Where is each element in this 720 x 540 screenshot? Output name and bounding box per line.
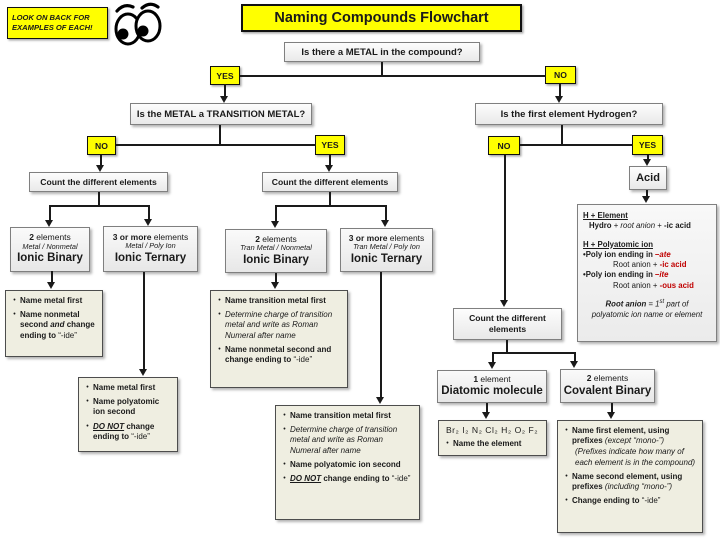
connector-line — [100, 155, 102, 166]
diatomic-formulas: Br₂ I₂ N₂ Cl₂ H₂ O₂ F₂ — [445, 425, 539, 435]
no-hydrogen: NO — [488, 136, 520, 155]
connector-line — [51, 271, 53, 283]
bullet-icon — [442, 439, 453, 449]
arrow-down-icon — [96, 165, 104, 172]
arrow-down-icon — [325, 165, 333, 172]
tran-binary-rules: Name transition metal first Determine ch… — [210, 290, 348, 388]
arrow-down-icon — [570, 361, 578, 368]
arrow-down-icon — [220, 96, 228, 103]
connector-line — [561, 125, 563, 146]
yes-hydrogen: YES — [632, 135, 663, 155]
bullet-icon — [561, 496, 572, 506]
connector-line — [492, 352, 576, 354]
prefixes-note: (Prefixes indicate how many of each elem… — [575, 447, 696, 467]
arrow-down-icon — [488, 362, 496, 369]
connector-line — [647, 155, 649, 161]
connector-line — [559, 84, 561, 97]
arrow-down-icon — [376, 397, 384, 404]
bullet-icon — [561, 426, 572, 446]
connector-line — [49, 205, 150, 207]
arrow-down-icon — [45, 220, 53, 227]
bullet-icon — [82, 422, 93, 442]
no-metal: NO — [545, 66, 576, 84]
no-transition: NO — [87, 136, 116, 155]
eyes-icon — [112, 2, 164, 46]
connector-line — [380, 272, 382, 399]
look-on-back-note: LOOK ON BACK FOR EXAMPLES OF EACH! — [7, 7, 108, 39]
tran-ionic-ternary-box: 3 or more elements Tran Metal / Poly Ion… — [340, 228, 433, 272]
bullet-icon — [279, 474, 290, 484]
page-title: Naming Compounds Flowchart — [241, 4, 522, 32]
diatomic-rules: Br₂ I₂ N₂ Cl₂ H₂ O₂ F₂ Name the element — [438, 420, 547, 456]
arrow-down-icon — [607, 412, 615, 419]
acid-naming-rules: H + Element Hydro + root anion + -ic aci… — [577, 204, 717, 342]
bullet-icon — [82, 397, 93, 417]
tran-ionic-binary-box: 2 elements Tran Metal / Nonmetal Ionic B… — [225, 229, 327, 273]
count-elements-transition: Count the different elements — [262, 172, 398, 192]
connector-line — [275, 206, 277, 222]
count-elements-covalent: Count the different elements — [453, 308, 562, 340]
connector-line — [98, 192, 100, 207]
connector-line — [611, 403, 613, 414]
ionic-binary-box: 2 elements Metal / Nonmetal Ionic Binary — [10, 227, 90, 272]
arrow-down-icon — [381, 220, 389, 227]
arrow-down-icon — [271, 282, 279, 289]
arrow-down-icon — [271, 221, 279, 228]
bullet-icon — [561, 472, 572, 492]
arrow-down-icon — [555, 96, 563, 103]
connector-line — [224, 84, 226, 97]
note-text: LOOK ON BACK FOR EXAMPLES OF EACH! — [12, 12, 93, 32]
connector-line — [240, 75, 546, 77]
connector-line — [329, 192, 331, 207]
question-hydrogen: Is the first element Hydrogen? — [475, 103, 663, 125]
connector-line — [646, 190, 648, 198]
ionic-ternary-box: 3 or more elements Metal / Poly Ion Ioni… — [103, 226, 198, 272]
arrow-down-icon — [144, 219, 152, 226]
covalent-rules: Name first element, using prefixes (exce… — [557, 420, 703, 533]
bullet-icon — [214, 296, 225, 306]
arrow-down-icon — [139, 369, 147, 376]
connector-line — [275, 273, 277, 283]
connector-line — [574, 353, 576, 363]
connector-line — [504, 155, 506, 302]
covalent-binary-box: 2 elements Covalent Binary — [560, 369, 655, 403]
bullet-icon — [279, 411, 290, 421]
question-metal: Is there a METAL in the compound? — [284, 42, 480, 62]
connector-line — [275, 205, 387, 207]
bullet-icon — [279, 460, 290, 470]
yes-metal: YES — [210, 66, 240, 85]
connector-line — [506, 340, 508, 354]
bullet-icon — [214, 310, 225, 341]
connector-line — [219, 125, 221, 145]
connector-line — [520, 144, 633, 146]
connector-line — [116, 144, 316, 146]
diatomic-molecule-box: 1 element Diatomic molecule — [437, 370, 547, 403]
bullet-icon — [9, 310, 20, 341]
question-transition-metal: Is the METAL a TRANSITION METAL? — [130, 103, 312, 125]
title-text: Naming Compounds Flowchart — [274, 10, 489, 26]
bullet-icon — [279, 425, 290, 456]
connector-line — [329, 155, 331, 166]
connector-line — [486, 403, 488, 414]
count-elements-ionic: Count the different elements — [29, 172, 168, 192]
yes-transition: YES — [315, 135, 345, 155]
connector-line — [49, 206, 51, 221]
arrow-down-icon — [642, 196, 650, 203]
tran-ternary-rules: Name transition metal first Determine ch… — [275, 405, 420, 520]
acid-box: Acid — [629, 166, 667, 190]
ionic-binary-rules: Name metal first Name nonmetal second an… — [5, 290, 103, 357]
connector-line — [143, 272, 145, 371]
arrow-down-icon — [47, 282, 55, 289]
arrow-down-icon — [482, 412, 490, 419]
bullet-icon — [82, 383, 93, 393]
arrow-down-icon — [643, 159, 651, 166]
connector-line — [385, 206, 387, 221]
arrow-down-icon — [500, 300, 508, 307]
bullet-icon — [214, 345, 225, 365]
bullet-icon — [9, 296, 20, 306]
connector-line — [492, 353, 494, 364]
ionic-ternary-rules: Name metal first Name polyatomic ion sec… — [78, 377, 178, 452]
connector-line — [381, 62, 383, 76]
connector-line — [148, 206, 150, 221]
